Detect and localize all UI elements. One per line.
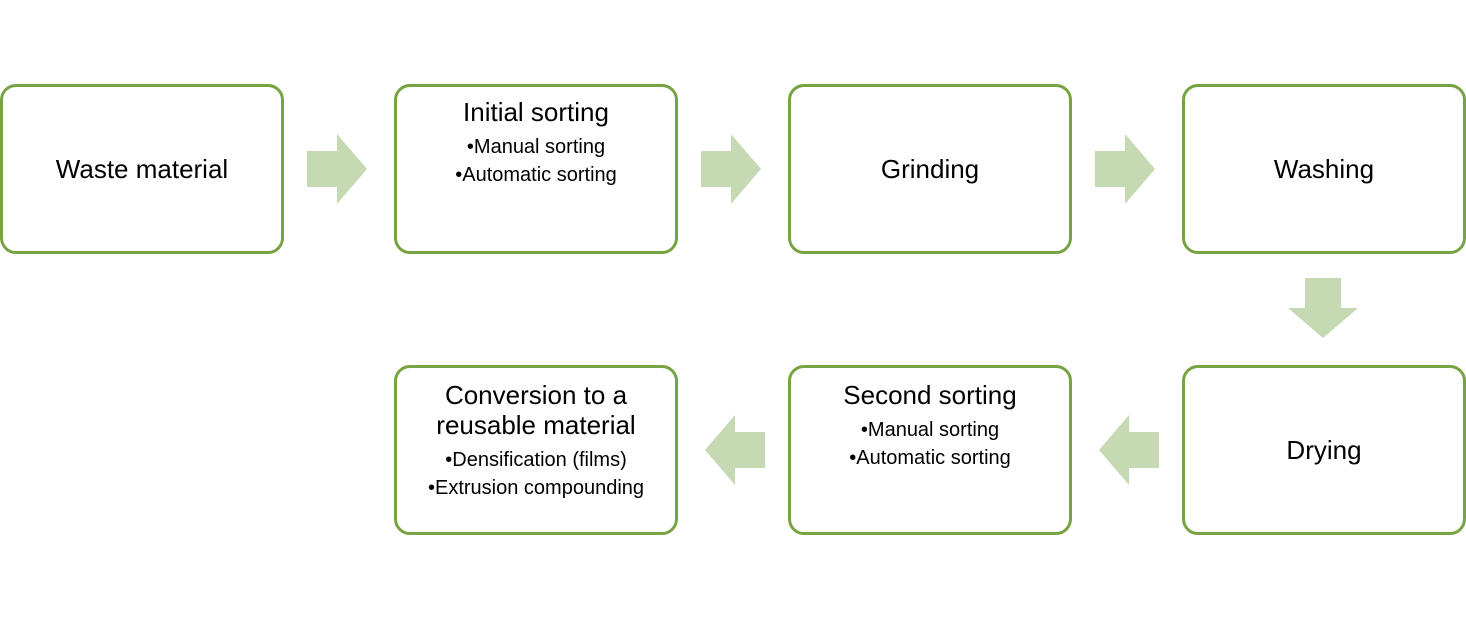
step-title: Second sorting bbox=[843, 380, 1017, 410]
step-waste-material: Waste material bbox=[0, 84, 284, 254]
step-grinding: Grinding bbox=[788, 84, 1072, 254]
step-title: Conversion to a reusable material bbox=[436, 380, 636, 440]
step-conversion: Conversion to a reusable material Densif… bbox=[394, 365, 678, 535]
right-arrow-icon bbox=[701, 134, 761, 204]
step-title: Drying bbox=[1286, 435, 1362, 465]
bullet-item: Manual sorting bbox=[849, 416, 1011, 444]
step-bullet-list: Manual sorting Automatic sorting bbox=[455, 133, 617, 189]
bullet-item: Densification (films) bbox=[428, 446, 644, 474]
bullet-item: Automatic sorting bbox=[849, 444, 1011, 472]
step-washing: Washing bbox=[1182, 84, 1466, 254]
step-drying: Drying bbox=[1182, 365, 1466, 535]
step-title: Grinding bbox=[880, 154, 980, 184]
bullet-item: Automatic sorting bbox=[455, 161, 617, 189]
right-arrow-icon bbox=[307, 134, 367, 204]
bullet-item: Extrusion compounding bbox=[428, 474, 644, 502]
step-bullet-list: Densification (films) Extrusion compound… bbox=[428, 446, 644, 502]
step-title: Initial sorting bbox=[463, 97, 609, 127]
step-title: Waste material bbox=[55, 154, 229, 184]
left-arrow-icon bbox=[1099, 415, 1159, 485]
step-second-sorting: Second sorting Manual sorting Automatic … bbox=[788, 365, 1072, 535]
right-arrow-icon bbox=[1095, 134, 1155, 204]
step-bullet-list: Manual sorting Automatic sorting bbox=[849, 416, 1011, 472]
step-title: Washing bbox=[1273, 154, 1375, 184]
bullet-item: Manual sorting bbox=[455, 133, 617, 161]
down-arrow-icon bbox=[1288, 278, 1358, 338]
left-arrow-icon bbox=[705, 415, 765, 485]
step-initial-sorting: Initial sorting Manual sorting Automatic… bbox=[394, 84, 678, 254]
